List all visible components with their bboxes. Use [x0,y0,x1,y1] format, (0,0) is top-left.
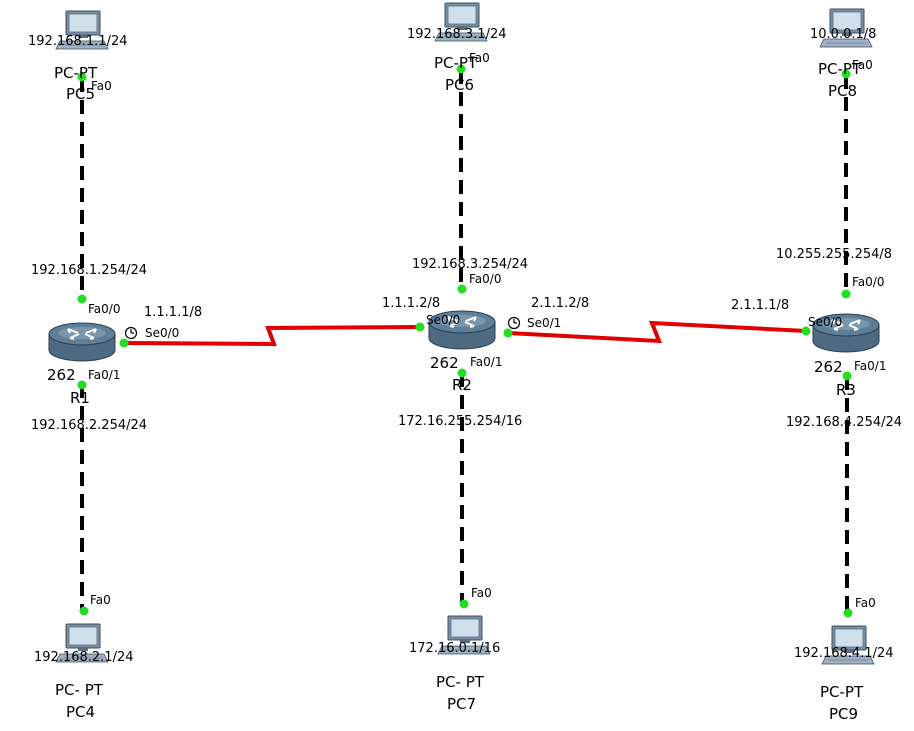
port-dot-pc7-fa0[interactable] [459,599,469,609]
router-icon-r3[interactable] [812,313,880,353]
pc7-name-label: PC7 [447,695,477,713]
pc9-type-label: PC-PT [820,683,864,701]
pc4-ip-label: 192.168.2.1/24 [34,650,134,665]
port-dot-r2-fa01[interactable] [457,368,467,378]
pc9-port-label: Fa0 [855,596,876,610]
router-icon-r1[interactable] [48,322,116,362]
pc6-port-label: Fa0 [469,51,490,65]
r2-model-label: 262 [430,354,459,372]
r1-fa00-ip-label: 192.168.1.254/24 [31,263,148,278]
r3-se00-ip-label: 2.1.1.1/8 [731,298,790,313]
pc7-port-label: Fa0 [471,586,492,600]
pc6-name-label: PC6 [445,76,475,94]
r3-fa01-ip-label: 192.168.4.254/24 [786,415,903,430]
r3-fa00-ip-label: 10.255.255.254/8 [776,247,893,262]
pc5-ip-label: 192.168.1.1/24 [28,34,128,49]
port-dot-r2-se01[interactable] [503,328,513,338]
port-dot-r3-fa00[interactable] [841,289,851,299]
r2-fa01-port-label: Fa0/1 [470,355,503,369]
pc-icon-pc8[interactable] [819,8,873,48]
pc8-type-label: PC-PT [818,60,862,78]
port-dot-pc9-fa0[interactable] [843,608,853,618]
r1-model-label: 262 [47,366,76,384]
r3-fa00-port-label: Fa0/0 [852,275,885,289]
pc-icon-pc6[interactable] [434,2,488,42]
r2-se00-port-label: Se0/0 [426,313,461,327]
r3-name-label: R3 [836,381,856,399]
pc4-port-label: Fa0 [90,593,111,607]
pc6-ip-label: 192.168.3.1/24 [407,27,507,42]
r1-fa01-ip-label: 192.168.2.254/24 [31,418,148,433]
port-dot-r2-se00[interactable] [415,322,425,332]
pc4-type-label: PC- PT [55,681,103,699]
pc5-port-label: Fa0 [91,79,112,93]
port-dot-r1-fa00[interactable] [77,294,87,304]
r2-name-label: R2 [452,376,472,394]
r2-se01-port-label: Se0/1 [527,316,562,330]
r2-fa00-ip-label: 192.168.3.254/24 [412,257,529,272]
port-dot-pc8-fa0[interactable] [841,69,851,79]
ports-layer [77,64,853,618]
pc8-port-label: Fa0 [852,58,873,72]
pc-icon-pc4[interactable] [55,623,109,663]
r3-fa01-port-label: Fa0/1 [854,359,887,373]
pc8-name-label: PC8 [828,82,858,100]
serial-link-r1-r2[interactable] [123,325,421,347]
r3-se00-port-label: Se0/0 [808,315,843,329]
pc7-ip-label: 172.16.0.1/16 [409,641,501,656]
r2-se01-ip-label: 2.1.1.2/8 [531,296,590,311]
port-dot-r3-se00[interactable] [801,326,811,336]
links-layer [80,70,849,614]
port-dot-r1-se00[interactable] [119,338,129,348]
port-dot-r3-fa01[interactable] [842,371,852,381]
pc-icon-pc5[interactable] [55,10,109,50]
port-dot-r1-fa01[interactable] [77,380,87,390]
r1-se00-port-label: Se0/0 [145,326,180,340]
pc7-type-label: PC- PT [436,673,484,691]
clock-icon-r2-se01 [507,316,521,330]
pc6-type-label: PC-PT [434,54,478,72]
clock-icon-r1-se00 [124,326,138,340]
port-dot-pc6-fa0[interactable] [456,64,466,74]
r3-model-label: 262 [814,358,843,376]
pc9-ip-label: 192.168.4.1/24 [794,646,894,661]
port-dot-r2-fa00[interactable] [457,284,467,294]
r1-se00-ip-label: 1.1.1.1/8 [144,305,203,320]
r1-name-label: R1 [70,389,90,407]
pc-icon-pc9[interactable] [821,625,875,665]
r2-fa01-ip-label: 172.16.255.254/16 [398,414,523,429]
pc5-name-label: PC5 [66,85,96,103]
port-dot-pc5-fa0[interactable] [77,72,87,82]
r1-fa00-port-label: Fa0/0 [88,302,121,316]
devices-layer [48,2,880,665]
port-dot-pc4-fa0[interactable] [79,606,89,616]
pc8-ip-label: 10.0.0.1/8 [810,27,877,42]
pc5-type-label: PC-PT [54,64,98,82]
pc9-name-label: PC9 [829,705,859,723]
router-icon-r2[interactable] [428,310,496,350]
r2-se00-ip-label: 1.1.1.2/8 [382,296,441,311]
r2-fa00-port-label: Fa0/0 [469,272,502,286]
pc4-name-label: PC4 [66,703,96,721]
pc-icon-pc7[interactable] [437,615,491,655]
r1-fa01-port-label: Fa0/1 [88,368,121,382]
serial-link-r2-r3[interactable] [507,320,807,344]
